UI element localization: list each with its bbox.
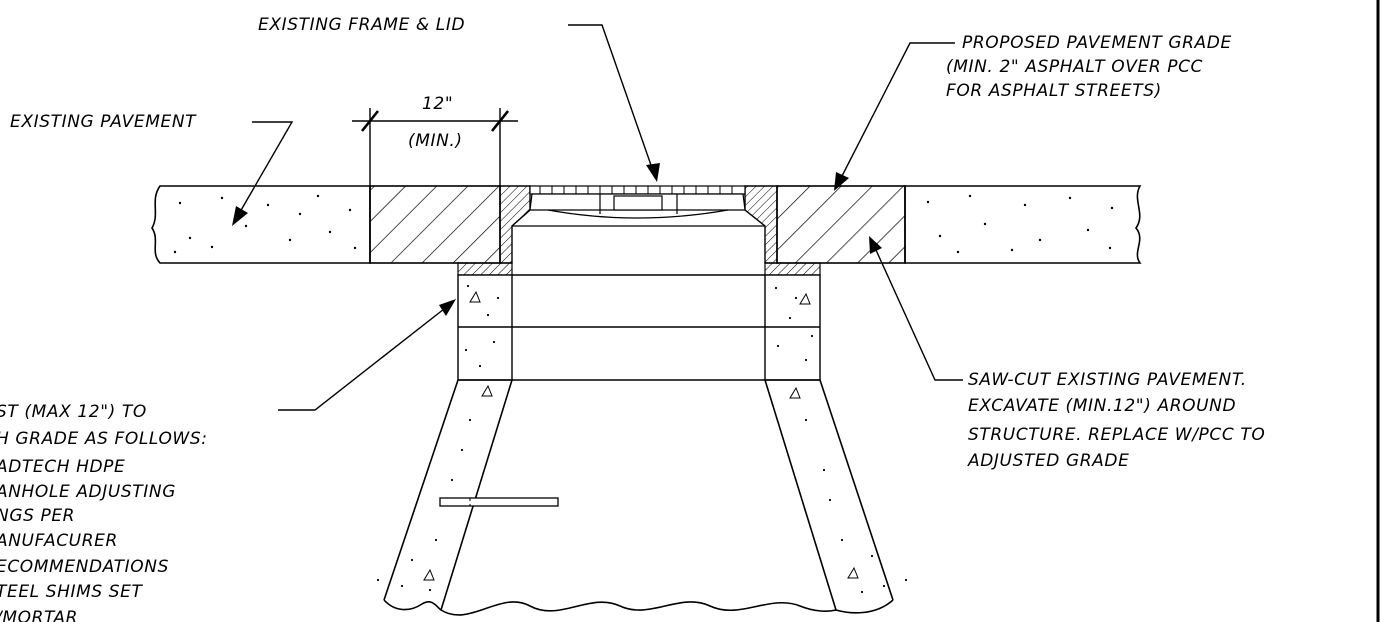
adjust-line-4: ANHOLE ADJUSTING: [0, 482, 176, 502]
saw-cut-note: SAW-CUT EXISTING PAVEMENT. EXCAVATE (MIN…: [967, 370, 1265, 471]
proposed-grade-line-1: PROPOSED PAVEMENT GRADE: [962, 33, 1232, 53]
saw-cut-line-4: ADJUSTED GRADE: [967, 451, 1129, 471]
saw-cut-line-1: SAW-CUT EXISTING PAVEMENT.: [968, 370, 1247, 390]
leader-arrowheads: [232, 163, 882, 316]
adjust-line-9: /MORTAR: [0, 608, 78, 622]
dimension-min-label: (MIN.): [408, 131, 463, 151]
existing-pavement-left: [151, 185, 371, 264]
proposed-grade-line-3: FOR ASPHALT STREETS): [946, 81, 1162, 101]
proposed-grade-line-2: (MIN. 2" ASPHALT OVER PCC: [946, 57, 1203, 77]
manhole-cone: [376, 379, 908, 616]
adjust-line-5: NGS PER: [0, 506, 75, 526]
proposed-grade-note: PROPOSED PAVEMENT GRADE (MIN. 2" ASPHALT…: [946, 33, 1232, 101]
saw-cut-line-2: EXCAVATE (MIN.12") AROUND: [968, 396, 1236, 416]
existing-pavement-right: [904, 185, 1142, 264]
adjust-line-3: ADTECH HDPE: [0, 457, 125, 477]
dimension-12in: [352, 108, 518, 186]
pcc-collar-right: [776, 185, 906, 264]
dimension-value: 12": [422, 94, 453, 114]
saw-cut-line-3: STRUCTURE. REPLACE W/PCC TO: [968, 425, 1265, 445]
existing-pavement-label: EXISTING PAVEMENT: [10, 112, 197, 132]
adjusting-rings: [423, 262, 859, 581]
adjust-line-7: ECOMMENDATIONS: [0, 557, 169, 577]
pcc-collar-left: [369, 185, 501, 264]
leader-lines: [239, 24, 963, 411]
existing-frame-lid-label: EXISTING FRAME & LID: [258, 15, 465, 35]
adjust-line-6: ANUFACURER: [0, 531, 118, 551]
adjust-line-1: ST (MAX 12") TO: [0, 402, 147, 422]
adjust-note: ST (MAX 12") TO H GRADE AS FOLLOWS: ADTE…: [0, 402, 208, 622]
frame-and-lid: [499, 185, 778, 264]
adjust-line-8: TEEL SHIMS SET: [0, 582, 144, 602]
adjust-line-2: H GRADE AS FOLLOWS:: [0, 429, 208, 449]
